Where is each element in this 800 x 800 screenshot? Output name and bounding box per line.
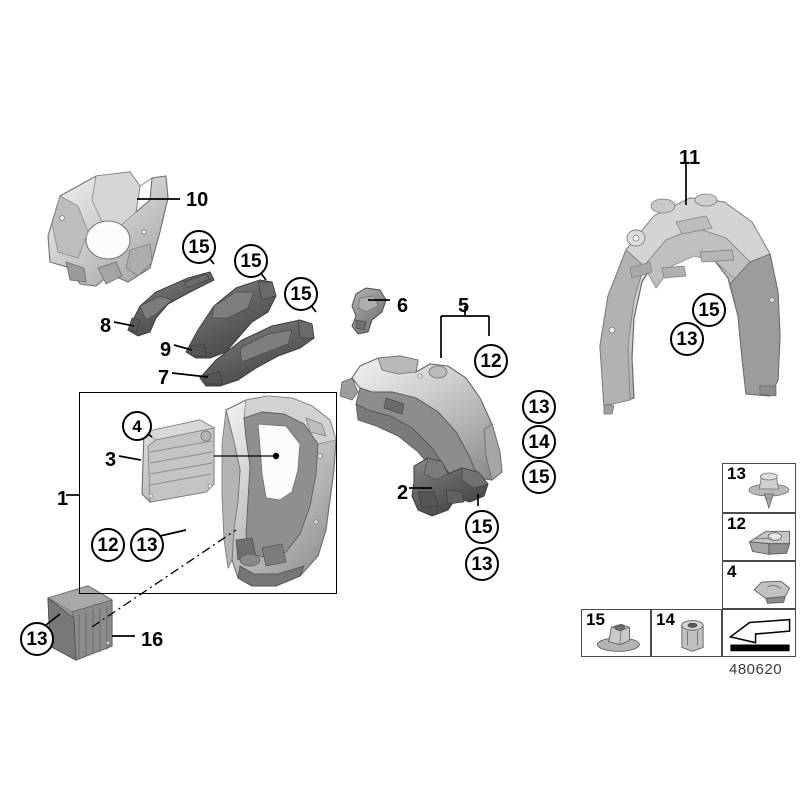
part-1-assembly-shape	[221, 395, 337, 587]
callout-bubble-4[interactable]: 4	[122, 411, 152, 441]
legend-number: 14	[656, 610, 675, 629]
part-9-shape	[185, 279, 277, 359]
callout-bubble-15[interactable]: 15	[284, 277, 318, 311]
assembly-group-box	[79, 392, 337, 594]
part-2-shape	[411, 457, 489, 517]
part-label-9[interactable]: 9	[160, 339, 172, 361]
legend-number: 15	[586, 610, 605, 629]
callout-bubble-12[interactable]: 12	[91, 528, 125, 562]
legend-cell-14[interactable]: 14	[651, 609, 722, 657]
part-16-shape	[47, 585, 113, 661]
callout-bubble-14[interactable]: 14	[522, 425, 556, 459]
part-7-shape	[199, 319, 315, 387]
legend-number: 13	[727, 464, 746, 483]
part-label-11[interactable]: 11	[679, 147, 701, 169]
part-label-3[interactable]: 3	[105, 449, 117, 471]
callout-bubble-13[interactable]: 13	[130, 528, 164, 562]
part-8-shape	[127, 271, 215, 337]
clip-nut-icon	[748, 530, 791, 555]
callout-bubble-13[interactable]: 13	[522, 390, 556, 424]
part-3-shape	[141, 419, 215, 503]
part-label-2[interactable]: 2	[397, 482, 409, 504]
part-label-16[interactable]: 16	[141, 629, 164, 651]
legend-number: 4	[727, 562, 737, 581]
callout-bubble-13[interactable]: 13	[465, 547, 499, 581]
callout-bubble-13[interactable]: 13	[670, 322, 704, 356]
direction-arrow-icon	[728, 618, 791, 652]
part-label-7[interactable]: 7	[158, 367, 170, 389]
leader-lines	[45, 164, 687, 637]
legend-number: 12	[727, 514, 746, 533]
legend-cell-direction-arrow[interactable]	[722, 609, 796, 657]
part-label-5[interactable]: 5	[458, 295, 470, 317]
part-label-8[interactable]: 8	[100, 315, 112, 337]
callout-bubble-15[interactable]: 15	[692, 293, 726, 327]
callout-bubble-15[interactable]: 15	[234, 244, 268, 278]
callout-bubble-15[interactable]: 15	[465, 510, 499, 544]
hex-flange-nut-icon	[596, 623, 640, 652]
callout-bubble-12[interactable]: 12	[474, 344, 508, 378]
callout-bubble-13[interactable]: 13	[20, 622, 54, 656]
legend-cell-13[interactable]: 13	[722, 463, 796, 513]
part-label-6[interactable]: 6	[397, 295, 409, 317]
torx-insert-nut-icon	[681, 620, 704, 652]
legend-cell-15[interactable]: 15	[581, 609, 651, 657]
grommet-cap-icon	[753, 580, 791, 604]
part-label-10[interactable]: 10	[186, 189, 209, 211]
callout-bubble-15[interactable]: 15	[522, 460, 556, 494]
part-11-shape	[599, 193, 781, 415]
callout-bubble-15[interactable]: 15	[182, 230, 216, 264]
part-10-shape	[47, 171, 169, 287]
diagram-number: 480620	[729, 661, 783, 678]
legend-cell-12[interactable]: 12	[722, 513, 796, 561]
legend-cell-4[interactable]: 4	[722, 561, 796, 609]
part-6-shape	[351, 287, 387, 335]
expanding-rivet-icon	[748, 472, 790, 510]
part-label-1[interactable]: 1	[57, 488, 69, 510]
